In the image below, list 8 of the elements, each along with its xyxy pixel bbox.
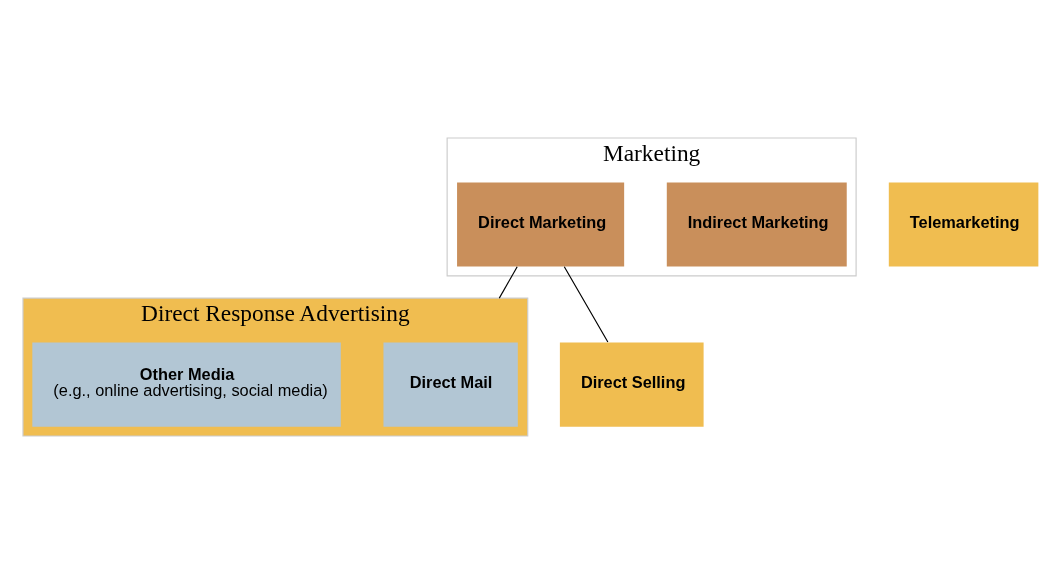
node-box: Indirect Marketing bbox=[666, 181, 847, 267]
node-box: Direct Marketing bbox=[457, 181, 625, 267]
node-box: Other Media (e.g., online advertising, social media) bbox=[32, 342, 341, 427]
connector bbox=[563, 265, 609, 343]
node-box: Direct Mail bbox=[383, 342, 518, 427]
node-box: Telemarketing bbox=[888, 181, 1039, 267]
node-box: Direct Selling bbox=[559, 342, 704, 427]
connector bbox=[498, 265, 518, 299]
